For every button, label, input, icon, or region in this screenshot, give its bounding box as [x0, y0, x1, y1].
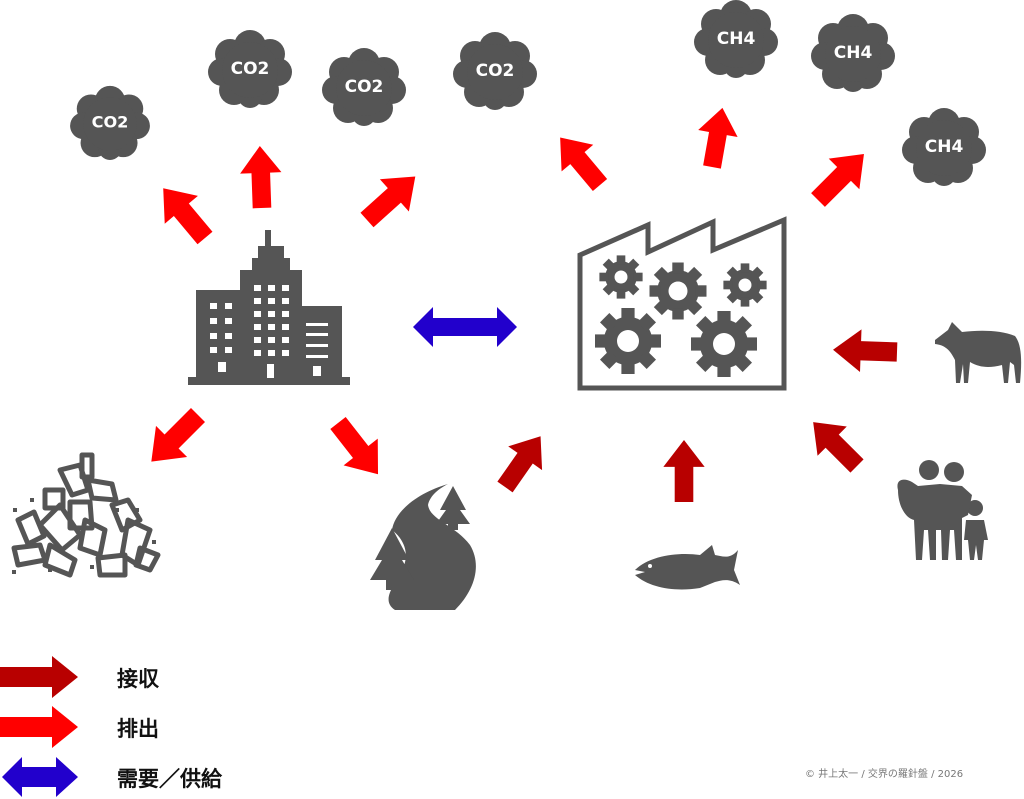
supply-demand-double-arrow-icon: [413, 307, 517, 347]
cloud-label: CO2: [345, 77, 384, 97]
arrow-factory-to-ch4-1-icon: [698, 107, 738, 169]
arrow-city-to-co2-3-icon: [360, 176, 416, 228]
cloud-co2: CO2: [208, 30, 292, 108]
fish-icon: [635, 545, 740, 590]
factory-gears-icon: [577, 216, 787, 391]
legend-label-absorb: 接収: [117, 667, 159, 691]
cloud-co2: CO2: [453, 32, 537, 110]
legend-arrow-supply-demand-icon: [2, 757, 78, 797]
arrow-city-to-river-icon: [330, 416, 379, 475]
cloud-label: CO2: [92, 113, 129, 132]
legend-arrow-emit-icon: [0, 706, 78, 748]
cloud-ch4: CH4: [811, 14, 895, 92]
city-buildings-icon: [188, 230, 350, 385]
legend-arrows: [0, 656, 78, 797]
garbage-dots: [12, 498, 156, 574]
legend-arrow-absorb-icon: [0, 656, 78, 698]
cloud-ch4: CH4: [694, 0, 778, 78]
copyright-credit: © 井上太一 / 交界の羅針盤 / 2026: [805, 769, 964, 780]
cloud-label: CO2: [476, 61, 515, 81]
cow-icon: [935, 322, 1022, 383]
cloud-label: CH4: [717, 29, 756, 49]
arrow-city-to-co2-2-icon: [240, 146, 282, 209]
arrow-city-to-waste-icon: [151, 407, 206, 462]
legend-label-supply-demand: 需要／供給: [117, 767, 222, 791]
river-forest-icon: [370, 484, 476, 610]
cloud-co2: CO2: [70, 85, 150, 160]
cloud-label: CH4: [925, 137, 964, 157]
garbage-pile-icon: [11, 452, 161, 578]
arrow-factory-to-co2-icon: [560, 137, 608, 191]
arrow-people-to-factory-icon: [813, 422, 864, 473]
cloud-label: CO2: [231, 59, 270, 79]
arrow-factory-to-ch4-2-icon: [811, 154, 864, 207]
arrow-city-to-co2-1-icon: [163, 188, 213, 245]
cloud-ch4: CH4: [902, 108, 986, 186]
cloud-co2: CO2: [322, 48, 406, 126]
legend-label-emit: 排出: [117, 717, 159, 741]
family-icon: [897, 460, 988, 560]
arrow-river-to-factory-icon: [497, 436, 543, 493]
cloud-label: CH4: [834, 43, 873, 63]
arrow-cattle-to-factory-icon: [833, 329, 898, 373]
arrow-fish-to-factory-icon: [663, 440, 705, 502]
